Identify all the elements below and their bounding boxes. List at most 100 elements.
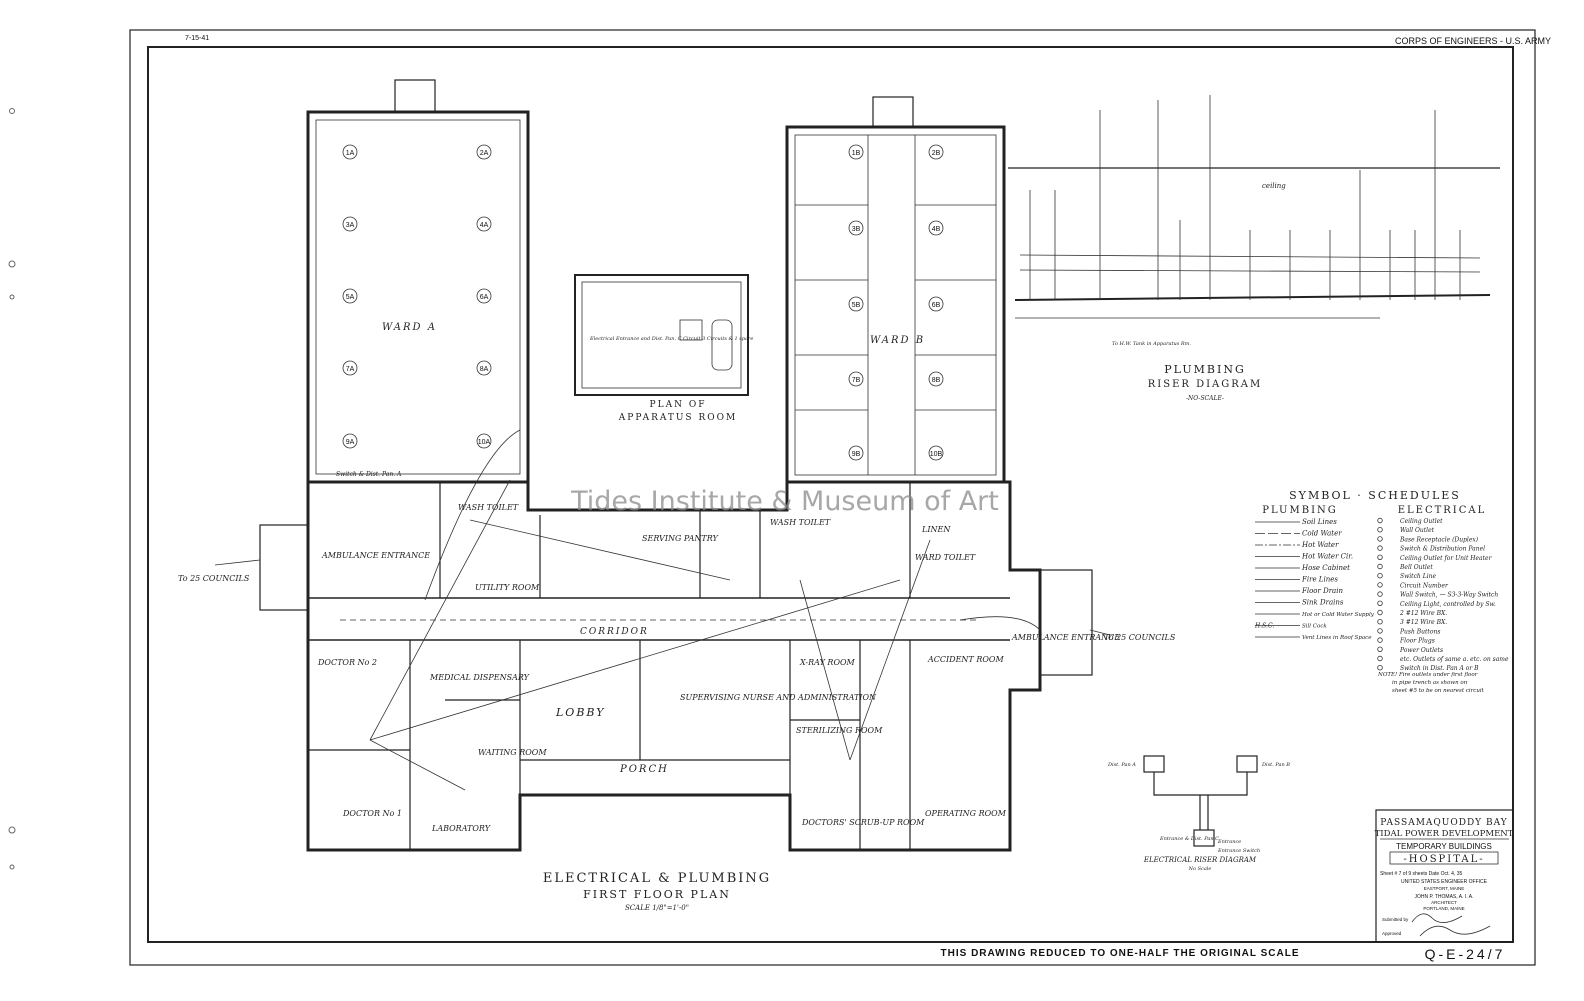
svg-text:DOCTOR No 1: DOCTOR No 1 — [342, 809, 402, 818]
svg-text:9A: 9A — [346, 439, 355, 446]
svg-text:Entrance & Dist. Pan C: Entrance & Dist. Pan C — [1159, 836, 1219, 842]
symbol-schedules: SYMBOL · SCHEDULES PLUMBING ELECTRICAL S… — [1254, 489, 1509, 694]
svg-text:WASH TOILET: WASH TOILET — [458, 503, 519, 512]
signatures — [1411, 913, 1491, 937]
svg-text:7B: 7B — [852, 377, 861, 384]
electrical-legend-item: Ceiling Outlet — [1400, 518, 1443, 525]
title-block: PASSAMAQUODDY BAY TIDAL POWER DEVELOPMEN… — [1375, 809, 1514, 943]
svg-text:5A: 5A — [346, 294, 355, 301]
svg-text:10A: 10A — [478, 439, 491, 446]
svg-text:-NO-SCALE-: -NO-SCALE- — [1186, 395, 1224, 402]
plumbing-legend-item: Hot Water — [1301, 541, 1339, 549]
electrical-legend-item: Base Receptacle (Duplex) — [1399, 536, 1479, 543]
svg-text:Entrance: Entrance — [1217, 839, 1241, 845]
electrical-symbol-icon — [1377, 573, 1383, 579]
svg-text:WARD A: WARD A — [382, 322, 437, 333]
svg-text:3A: 3A — [346, 222, 355, 229]
svg-text:Dist. Pan B: Dist. Pan B — [1261, 762, 1290, 768]
svg-text:4A: 4A — [480, 222, 489, 229]
svg-text:SUPERVISING NURSE AND ADMINIST: SUPERVISING NURSE AND ADMINISTRATION — [680, 693, 877, 702]
electrical-symbol-icon — [1377, 619, 1383, 625]
svg-text:8A: 8A — [480, 366, 489, 373]
apparatus-room-plan: Electrical Entrance and Dist. Pan. C Cir… — [574, 274, 753, 423]
svg-text:ELECTRICAL: ELECTRICAL — [1398, 505, 1487, 516]
svg-text:1B: 1B — [852, 150, 861, 157]
svg-text:2A: 2A — [480, 150, 489, 157]
svg-text:7A: 7A — [346, 366, 355, 373]
central-body — [259, 429, 1093, 852]
watermark: Tides Institute & Museum of Art — [570, 486, 999, 517]
ward-a — [306, 79, 530, 484]
svg-text:ceiling: ceiling — [1262, 182, 1286, 190]
svg-text:Sheet # 7 of 9 sheets Date O: Sheet # 7 of 9 sheets Date Oct. 4, 35 — [1380, 871, 1462, 877]
electrical-legend-item: Ceiling Outlet for Unit Heater — [1400, 555, 1493, 562]
electrical-legend-item: Circuit Number — [1400, 582, 1449, 589]
svg-text:OPERATING ROOM: OPERATING ROOM — [925, 809, 1007, 818]
ward-a-outlets: 1A 2A 3A 4A 5A 6A 7A 8A 9A 10A — [342, 144, 492, 449]
svg-text:PORTLAND, MAINE: PORTLAND, MAINE — [1423, 906, 1464, 911]
svg-text:PLUMBING: PLUMBING — [1262, 505, 1338, 516]
svg-text:WARD B: WARD B — [870, 335, 925, 346]
electrical-symbol-icon — [1377, 600, 1383, 606]
svg-text:Submitted by: Submitted by — [1382, 917, 1409, 922]
svg-text:LABORATORY: LABORATORY — [431, 824, 491, 833]
electrical-legend-item: Power Outlets — [1399, 647, 1443, 654]
svg-text:6A: 6A — [480, 294, 489, 301]
svg-text:X-RAY ROOM: X-RAY ROOM — [799, 658, 856, 667]
svg-text:AMBULANCE ENTRANCE: AMBULANCE ENTRANCE — [321, 551, 430, 560]
plumbing-legend-item: Hot or Cold Water Supply — [1301, 612, 1375, 618]
electrical-symbol-icon — [1377, 637, 1383, 643]
svg-text:TIDAL POWER DEVELOPMENT: TIDAL POWER DEVELOPMENT — [1375, 829, 1514, 839]
svg-text:6B: 6B — [932, 302, 941, 309]
svg-text:Dist. Pan A: Dist. Pan A — [1107, 762, 1136, 768]
svg-text:AMBULANCE ENTRANCE: AMBULANCE ENTRANCE — [1011, 633, 1120, 642]
svg-text:UTILITY ROOM: UTILITY ROOM — [475, 583, 540, 592]
corner-mark: 7-15-41 — [185, 35, 209, 42]
svg-text:DOCTORS' SCRUB-UP ROOM: DOCTORS' SCRUB-UP ROOM — [801, 818, 925, 827]
svg-text:in pipe trench as shown on: in pipe trench as shown on — [1392, 680, 1468, 686]
reduction-note: THIS DRAWING REDUCED TO ONE-HALF THE ORI… — [941, 948, 1300, 959]
svg-text:Switch & Dist. Pan. A: Switch & Dist. Pan. A — [336, 471, 402, 478]
svg-text:RISER DIAGRAM: RISER DIAGRAM — [1148, 379, 1263, 390]
svg-text:ACCIDENT ROOM: ACCIDENT ROOM — [927, 655, 1004, 664]
electrical-symbol-icon — [1377, 665, 1383, 671]
electrical-symbol-icon — [1377, 563, 1383, 570]
electrical-symbol-icon — [1377, 545, 1383, 551]
svg-text:APPARATUS ROOM: APPARATUS ROOM — [618, 413, 737, 423]
electrical-symbol-icon — [1377, 536, 1383, 542]
agency-label: CORPS OF ENGINEERS - U.S. ARMY — [1395, 36, 1551, 46]
svg-text:TEMPORARY BUILDINGS: TEMPORARY BUILDINGS — [1396, 842, 1492, 851]
svg-text:8B: 8B — [932, 377, 941, 384]
svg-text:PORCH: PORCH — [619, 764, 669, 775]
electrical-legend-item: Wall Outlet — [1400, 527, 1435, 534]
svg-text:3B: 3B — [852, 226, 861, 233]
svg-text:To H.W. Tank in Apparatus Rm.: To H.W. Tank in Apparatus Rm. — [1112, 341, 1191, 347]
svg-text:9B: 9B — [852, 451, 861, 458]
svg-text:To 25 COUNCILS: To 25 COUNCILS — [1104, 633, 1176, 642]
svg-text:sheet #5 to be on nearest circ: sheet #5 to be on nearest circuit — [1392, 688, 1485, 694]
plumbing-legend-item: Sill Cock — [1302, 624, 1327, 630]
plan-scale: SCALE 1/8"=1'-0" — [625, 904, 689, 912]
plumbing-symbol-mark: H.S.C. — [1254, 623, 1274, 630]
plan-title: ELECTRICAL & PLUMBING — [543, 871, 771, 886]
svg-text:STERILIZING ROOM: STERILIZING ROOM — [796, 726, 883, 735]
svg-text:4B: 4B — [932, 226, 941, 233]
plumbing-legend-item: Vent Lines in Roof Space — [1302, 635, 1372, 641]
plumbing-legend-item: Sink Drains — [1302, 599, 1344, 607]
plumbing-legend-item: Cold Water — [1302, 530, 1342, 538]
electrical-symbol-icon — [1377, 591, 1383, 597]
svg-text:EASTPORT, MAINE: EASTPORT, MAINE — [1424, 886, 1464, 891]
svg-text:UNITED STATES ENGINEER OFFICE: UNITED STATES ENGINEER OFFICE — [1401, 879, 1488, 885]
svg-text:CORRIDOR: CORRIDOR — [580, 627, 649, 637]
svg-text:2B: 2B — [932, 150, 941, 157]
electrical-legend-item: Bell Outlet — [1399, 564, 1433, 571]
plumbing-riser-diagram: ceiling To H.W. Tank in Apparatus Rm. PL… — [1008, 95, 1500, 402]
svg-text:To 25 COUNCILS: To 25 COUNCILS — [178, 574, 250, 583]
electrical-legend-item: Switch Line — [1400, 573, 1436, 580]
plumbing-legend-item: Hose Cabinet — [1301, 564, 1350, 572]
svg-text:1A: 1A — [346, 150, 355, 157]
svg-text:LOBBY: LOBBY — [555, 706, 606, 719]
svg-text:PLUMBING: PLUMBING — [1164, 363, 1245, 376]
svg-text:5B: 5B — [852, 302, 861, 309]
